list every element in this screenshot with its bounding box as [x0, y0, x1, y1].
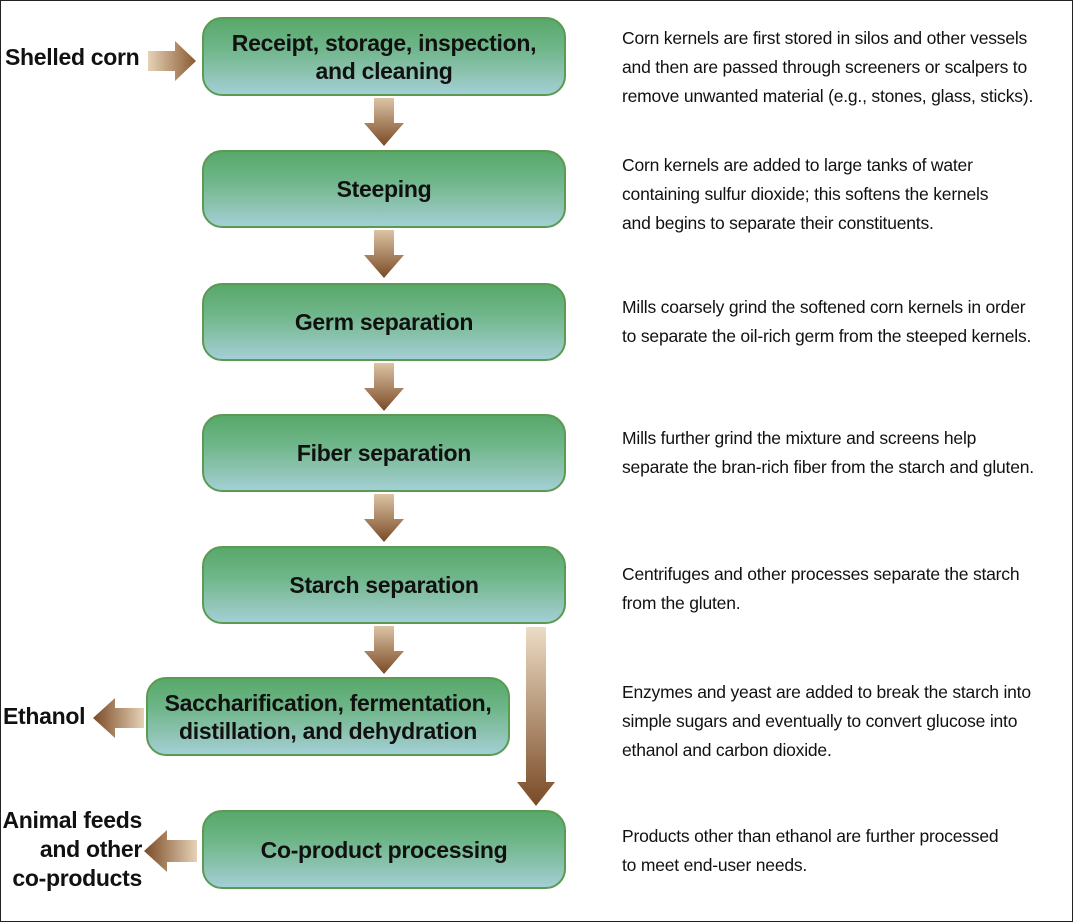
desc-line: remove unwanted material (e.g., stones, … — [622, 86, 1034, 106]
step-fiber-box: Fiber separation — [202, 414, 566, 492]
step-germ-description: Mills coarsely grind the softened corn k… — [622, 293, 1031, 351]
desc-line: containing sulfur dioxide; this softens … — [622, 184, 989, 204]
step-starch-box: Starch separation — [202, 546, 566, 624]
desc-line: Products other than ethanol are further … — [622, 826, 999, 846]
step-starch-description: Centrifuges and other processes separate… — [622, 560, 1020, 618]
desc-line: and then are passed through screeners or… — [622, 57, 1027, 77]
step-saccharification-description: Enzymes and yeast are added to break the… — [622, 678, 1031, 765]
desc-line: to meet end-user needs. — [622, 855, 808, 875]
desc-line: and begins to separate their constituent… — [622, 213, 934, 233]
desc-line: Enzymes and yeast are added to break the… — [622, 682, 1031, 702]
flow-arrow-2 — [364, 230, 404, 278]
desc-line: from the gluten. — [622, 593, 741, 613]
bypass-arrow — [517, 627, 555, 806]
input-label: Shelled corn — [5, 44, 140, 70]
step-receipt-line-1: Receipt, storage, inspection, — [231, 29, 537, 56]
step-coproduct-description: Products other than ethanol are further … — [622, 822, 999, 880]
desc-line: Mills coarsely grind the softened corn k… — [622, 297, 1026, 317]
step-receipt-line-2: and cleaning — [315, 57, 453, 84]
step-receipt-description: Corn kernels are first stored in silos a… — [622, 24, 1033, 111]
coproducts-label: Animal feeds and other co-products — [0, 806, 142, 893]
flow-arrow-1 — [364, 98, 404, 146]
flow-arrow-5 — [364, 626, 404, 674]
desc-line: ethanol and carbon dioxide. — [622, 740, 832, 760]
step-fiber-description: Mills further grind the mixture and scre… — [622, 424, 1034, 482]
desc-line: simple sugars and eventually to convert … — [622, 711, 1018, 731]
step-saccharification-box: Saccharification, fermentation, distilla… — [146, 677, 510, 756]
input-arrow — [148, 41, 196, 81]
desc-line: separate the bran-rich fiber from the st… — [622, 457, 1034, 477]
step-steeping-label: Steeping — [336, 176, 432, 202]
flow-arrow-4 — [364, 494, 404, 542]
coproducts-line-3: co-products — [12, 865, 142, 891]
coproducts-line-1: Animal feeds — [2, 807, 142, 833]
ethanol-arrow — [93, 698, 144, 738]
step-receipt-box: Receipt, storage, inspection, and cleani… — [202, 17, 566, 96]
step-starch-label: Starch separation — [289, 572, 479, 598]
desc-line: to separate the oil-rich germ from the s… — [622, 326, 1032, 346]
coproduct-arrow — [144, 830, 197, 872]
step-saccharification-line-2: distillation, and dehydration — [179, 717, 477, 744]
ethanol-label: Ethanol — [3, 703, 86, 729]
step-coproduct-box: Co-product processing — [202, 810, 566, 889]
step-saccharification-line-1: Saccharification, fermentation, — [164, 689, 492, 716]
flow-arrow-3 — [364, 363, 404, 411]
desc-line: Corn kernels are first stored in silos a… — [622, 28, 1028, 48]
desc-line: Centrifuges and other processes separate… — [622, 564, 1020, 584]
step-germ-box: Germ separation — [202, 283, 566, 361]
step-coproduct-label: Co-product processing — [260, 836, 508, 863]
step-steeping-description: Corn kernels are added to large tanks of… — [622, 151, 988, 238]
desc-line: Mills further grind the mixture and scre… — [622, 428, 977, 448]
step-fiber-label: Fiber separation — [296, 440, 472, 466]
coproducts-line-2: and other — [39, 836, 142, 862]
step-germ-label: Germ separation — [294, 309, 474, 335]
step-steeping-box: Steeping — [202, 150, 566, 228]
desc-line: Corn kernels are added to large tanks of… — [622, 155, 973, 175]
